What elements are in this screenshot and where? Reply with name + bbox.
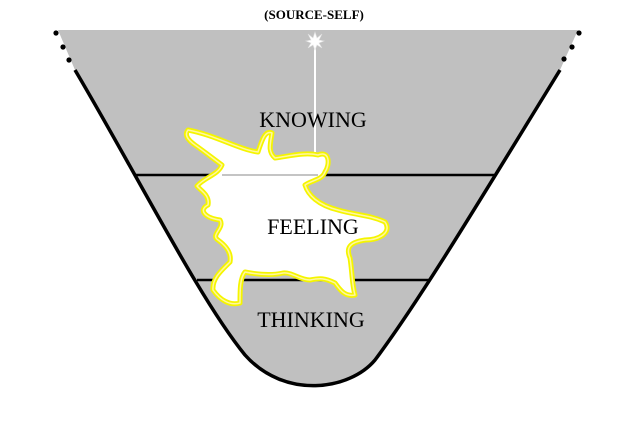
layer-label-feeling: FEELING bbox=[267, 214, 359, 239]
layer-label-thinking: THINKING bbox=[257, 307, 365, 332]
layer-label-knowing: KNOWING bbox=[259, 107, 367, 132]
feeling-burst-inner-edge bbox=[185, 129, 388, 305]
bowl-outline bbox=[73, 69, 562, 388]
diagram-title: (SOURCE-SELF) bbox=[264, 7, 364, 22]
left-rim-dots bbox=[53, 30, 72, 63]
starburst-icon bbox=[304, 31, 326, 51]
right-rim-dots bbox=[561, 30, 582, 62]
